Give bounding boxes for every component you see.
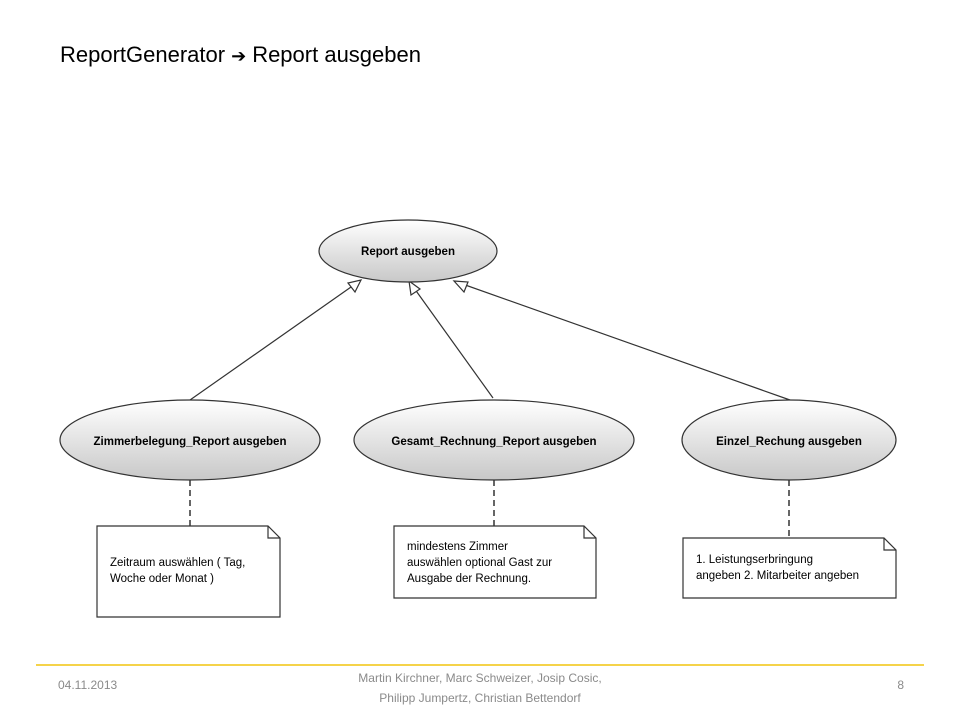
use-case-report-ausgeben: Report ausgeben [318,219,498,283]
generalization-connectors [189,279,791,401]
use-case-label-zimmerbelegung: Zimmerbelegung_Report ausgeben [94,436,287,448]
use-case-label-root: Report ausgeben [361,246,455,258]
generalization-arrowhead-gesamt [408,279,422,297]
footer-date: 04.11.2013 [58,678,118,692]
note-line: 1. Leistungserbringung [696,554,813,566]
note-line: Woche oder Monat ) [110,573,214,585]
note-einzel-rechung: 1. Leistungserbringung angeben 2. Mitarb… [682,537,897,599]
use-case-label-einzel-rechung: Einzel_Rechung ausgeben [716,436,862,448]
footer-authors-line: Martin Kirchner, Marc Schweizer, Josip C… [358,671,602,685]
use-case-zimmerbelegung: Zimmerbelegung_Report ausgeben [59,399,321,481]
use-case-gesamt-rechnung: Gesamt_Rechnung_Report ausgeben [353,399,635,481]
arrow-right-icon: ➔ [231,46,247,66]
note-line: Ausgabe der Rechnung. [407,573,531,585]
note-text-einzel-rechung: 1. Leistungserbringung angeben 2. Mitarb… [696,554,859,582]
note-text-zimmerbelegung: Zeitraum auswählen ( Tag, Woche oder Mon… [110,557,249,585]
use-case-label-gesamt-rechnung: Gesamt_Rechnung_Report ausgeben [391,436,596,448]
page-number: 8 [897,678,904,692]
generalization-arrowhead-einzel [452,280,469,294]
generalization-line-zimmer [189,279,362,401]
note-text-gesamt-rechnung: mindestens Zimmer auswählen optional Gas… [407,541,555,585]
use-case-einzel-rechung: Einzel_Rechung ausgeben [681,399,897,481]
footer-divider [36,664,924,666]
generalization-line-einzel [453,280,791,401]
note-line: mindestens Zimmer [407,541,508,553]
footer-authors-line: Philipp Jumpertz, Christian Bettendorf [379,691,581,705]
note-zimmerbelegung: Zeitraum auswählen ( Tag, Woche oder Mon… [96,525,281,618]
title-right: Report ausgeben [252,42,421,67]
note-line: auswählen optional Gast zur [407,557,552,569]
slide-title: ReportGenerator➔Report ausgeben [60,42,421,68]
note-anchors [189,480,790,538]
generalization-arrowhead-zimmer [346,279,363,294]
generalization-line-gesamt [408,280,494,399]
footer-authors: Martin Kirchner, Marc Schweizer, Josip C… [0,668,960,708]
note-gesamt-rechnung: mindestens Zimmer auswählen optional Gas… [393,525,597,599]
note-line: angeben 2. Mitarbeiter angeben [696,570,859,582]
title-left: ReportGenerator [60,42,226,67]
note-line: Zeitraum auswählen ( Tag, [110,557,245,569]
